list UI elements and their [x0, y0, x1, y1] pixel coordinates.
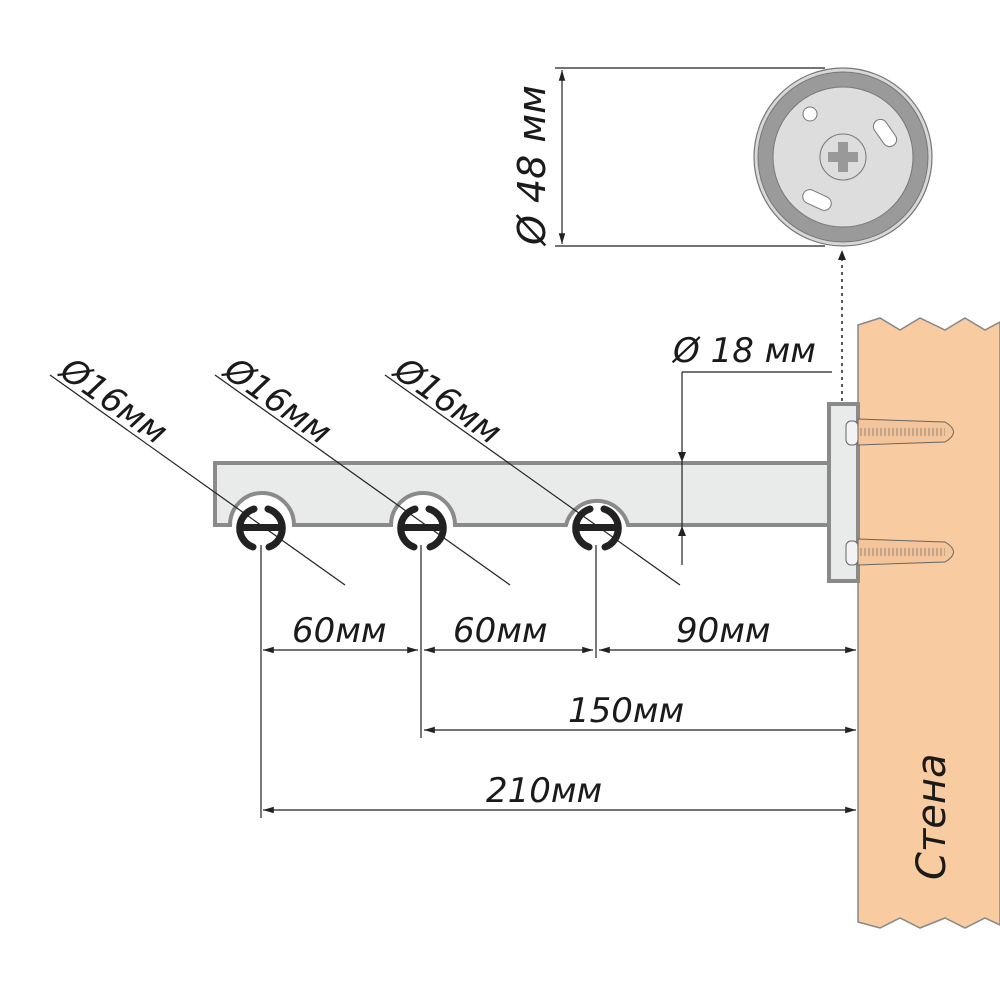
anchor-screw-icon [845, 538, 954, 566]
wall: Стена [857, 317, 1000, 929]
slot-hole [872, 118, 898, 148]
bracket-diameter-label: Ø 18 мм [671, 331, 816, 371]
anchor-screw-icon [845, 418, 954, 446]
rail-3-diameter-label: Ø16мм [385, 349, 509, 453]
rail-1-diameter-label: Ø16мм [51, 349, 175, 453]
bracket-arm [213, 402, 860, 583]
mid-to-wall-label: 150мм [568, 691, 684, 731]
spacing-dimensions: 60мм 60мм 90мм 150мм 210мм [260, 545, 856, 818]
gap1-label: 60мм [292, 611, 387, 651]
gap2-label: 60мм [453, 611, 548, 651]
rail-profile [572, 505, 622, 551]
screw-hole [802, 106, 818, 122]
rail-2-diameter-label: Ø16мм [215, 349, 339, 453]
slot-hole [802, 189, 832, 211]
gap3-label: 90мм [676, 611, 771, 651]
rail-profile [236, 505, 286, 551]
far-to-wall-label: 210мм [486, 771, 602, 811]
rail-profile [397, 505, 447, 551]
rosette-diameter-dimension: Ø 48 мм [510, 67, 825, 247]
rosette-top-view [753, 67, 933, 247]
wall-label: Стена [909, 753, 955, 880]
screw-head-icon [828, 142, 858, 172]
wall-anchors [845, 418, 954, 566]
bracket-diameter-dimension: Ø 18 мм [671, 331, 832, 565]
rosette-diameter-label: Ø 48 мм [510, 85, 554, 247]
rail-profiles [236, 505, 622, 551]
